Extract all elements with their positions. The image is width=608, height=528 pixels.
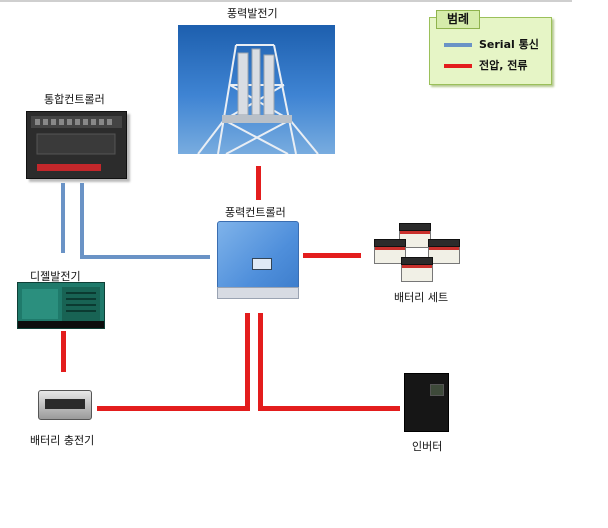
integrated-controller-device	[26, 111, 127, 179]
wire-serial-controller-down	[80, 183, 84, 259]
legend-title: 범례	[436, 10, 480, 29]
wire-controller-bus-right	[258, 313, 263, 411]
battery-unit	[399, 223, 431, 248]
top-rule	[0, 0, 572, 2]
diesel-generator-label: 디젤발전기	[30, 270, 81, 283]
wire-bus-to-inverter	[258, 406, 400, 411]
wire-serial-controller-to-diesel	[61, 183, 65, 253]
integrated-controller-label: 통합컨트롤러	[44, 93, 105, 106]
wire-wind-to-controller	[256, 166, 261, 200]
legend-serial-line	[444, 43, 472, 47]
wind-controller-base	[217, 287, 299, 299]
battery-unit	[374, 239, 406, 264]
legend-power-line	[444, 64, 472, 68]
battery-set-label: 배터리 세트	[394, 291, 449, 304]
wind-controller-label: 풍력컨트롤러	[225, 206, 286, 219]
battery-unit	[428, 239, 460, 264]
wire-controller-bus-left	[245, 313, 250, 411]
battery-unit	[401, 257, 433, 282]
legend-box: 범례 Serial 통신 전압, 전류	[429, 10, 552, 85]
battery-charger-device	[38, 390, 92, 420]
wire-bus-to-charger	[97, 406, 250, 411]
diesel-generator-device	[17, 282, 105, 329]
legend-power-label: 전압, 전류	[479, 59, 528, 72]
wind-generator-label: 풍력발전기	[227, 7, 278, 20]
legend-serial-label: Serial 통신	[479, 38, 539, 51]
battery-charger-label: 배터리 충전기	[30, 434, 95, 447]
wind-controller-device	[217, 221, 299, 295]
inverter-label: 인버터	[412, 440, 443, 453]
wind-generator-photo	[178, 25, 335, 154]
wire-serial-controller-to-wind-controller	[80, 255, 210, 259]
wire-controller-to-battery	[303, 253, 361, 258]
wire-diesel-to-charger	[61, 331, 66, 372]
display-window	[252, 258, 272, 270]
inverter-device	[404, 373, 449, 432]
